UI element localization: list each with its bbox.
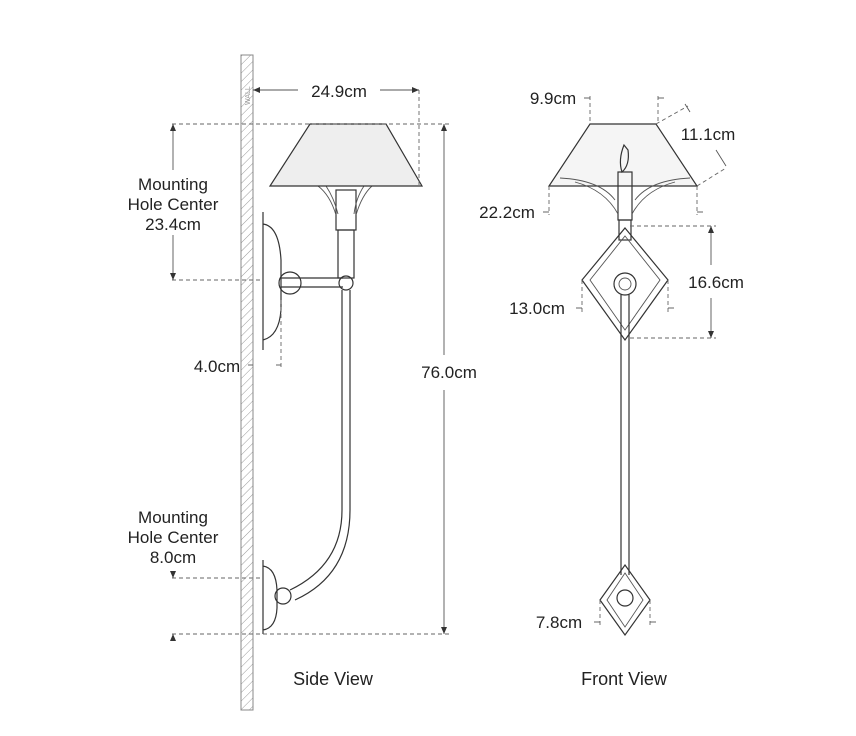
- shade-bottom-dimension: 22.2cm: [479, 186, 703, 222]
- side-projection-dimension: 4.0cm: [194, 300, 282, 376]
- side-width-dimension: 24.9cm: [253, 82, 420, 186]
- diamond-width-label: 13.0cm: [509, 299, 565, 318]
- base-width-dimension: 7.8cm: [536, 600, 656, 632]
- front-view-fixture: [547, 123, 699, 637]
- wall: WALL: [240, 54, 254, 711]
- shade-top-label: 9.9cm: [530, 89, 576, 108]
- shade-side-label: 11.1cm: [681, 125, 736, 144]
- side-height-dimension: 76.0cm: [172, 123, 477, 635]
- wall-label: WALL: [245, 86, 252, 105]
- lower-mount-line-1: Mounting: [138, 508, 208, 527]
- side-view-caption: Side View: [293, 669, 374, 689]
- shade-side-dimension: 11.1cm: [655, 103, 736, 187]
- upper-mount-line-3: 23.4cm: [145, 215, 201, 234]
- diamond-height-label: 16.6cm: [688, 273, 744, 292]
- lower-mount-line-3: 8.0cm: [150, 548, 196, 567]
- front-view-caption: Front View: [581, 669, 668, 689]
- diamond-height-dimension: 16.6cm: [630, 225, 744, 339]
- base-width-label: 7.8cm: [536, 613, 582, 632]
- side-width-label: 24.9cm: [311, 82, 367, 101]
- upper-mount-line-1: Mounting: [138, 175, 208, 194]
- shade-top-dimension: 9.9cm: [530, 89, 664, 124]
- side-view-fixture: [262, 123, 424, 634]
- upper-mount-line-2: Hole Center: [128, 195, 219, 214]
- upper-mount-dimension: Mounting Hole Center 23.4cm: [128, 124, 262, 281]
- diamond-width-dimension: 13.0cm: [509, 280, 674, 318]
- lower-mount-dimension: Mounting Hole Center 8.0cm: [128, 508, 262, 641]
- side-projection-label: 4.0cm: [194, 357, 240, 376]
- side-height-label: 76.0cm: [421, 363, 477, 382]
- shade-bottom-label: 22.2cm: [479, 203, 535, 222]
- lower-mount-line-2: Hole Center: [128, 528, 219, 547]
